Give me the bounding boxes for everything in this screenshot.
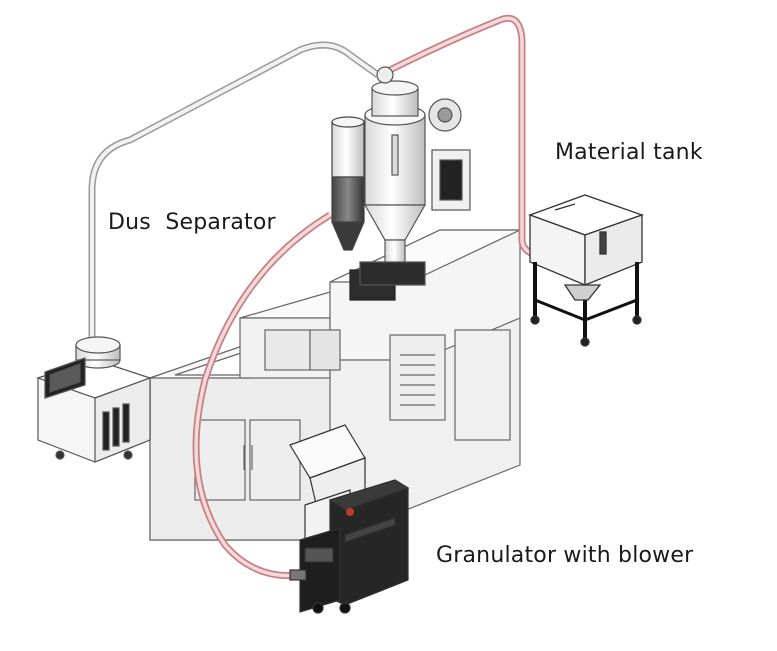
- vacuum-loader: [36, 336, 152, 463]
- granulator: [289, 424, 410, 614]
- material-tank: [528, 194, 644, 347]
- hopper-dryer: [359, 66, 471, 286]
- dust-separator-label: Dus Separator: [108, 210, 276, 235]
- injection-molding-machine: [149, 229, 521, 541]
- granulator-label: Granulator with blower: [436, 543, 694, 568]
- pipes: [88, 14, 537, 580]
- dust-separator: [331, 116, 365, 251]
- material-tank-label: Material tank: [555, 140, 703, 165]
